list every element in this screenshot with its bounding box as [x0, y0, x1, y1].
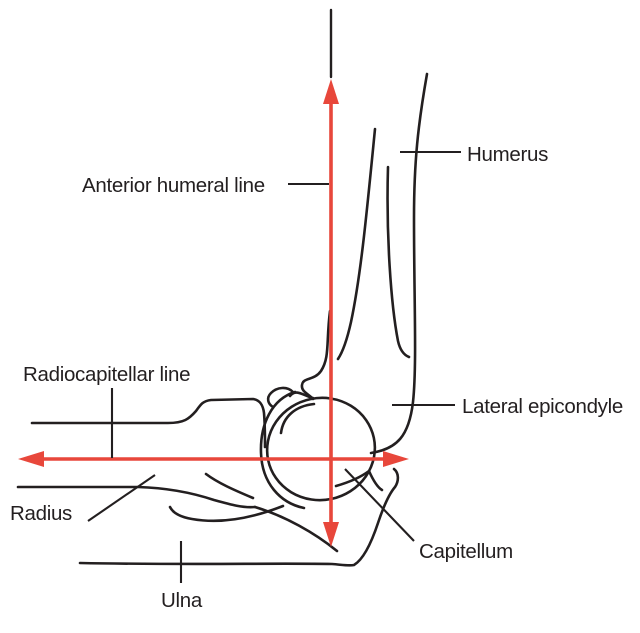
radial-head-rim — [259, 390, 306, 510]
radius-top-border — [30, 397, 267, 449]
ulna-outline — [78, 467, 400, 567]
radial-head-top-bump — [266, 386, 295, 409]
radiocapitellar-line-arrow — [18, 451, 409, 467]
radius-bottom-border — [16, 485, 257, 509]
radius-leader-line — [87, 474, 156, 522]
radius-neck-inner — [204, 472, 255, 500]
ulna-label: Ulna — [161, 589, 203, 612]
humerus-right-border — [369, 72, 429, 455]
ulna-shaft-inner — [168, 504, 285, 523]
capitellum-leader-line — [344, 468, 415, 542]
arrowhead-left-icon — [18, 451, 44, 467]
humerus-outline — [288, 72, 429, 455]
ulna-coronoid-notch — [334, 469, 384, 492]
arrowhead-up-icon — [323, 79, 339, 104]
radius-label: Radius — [10, 502, 72, 525]
radiocapitellar-line-label: Radiocapitellar line — [23, 363, 190, 386]
arrowhead-right-icon — [383, 451, 409, 467]
humerus-ridge-left — [336, 127, 377, 361]
humerus-label: Humerus — [467, 143, 548, 166]
radius-distal-edge — [253, 505, 339, 553]
ulna-bottom-border — [78, 467, 400, 567]
lateral-epicondyle-label: Lateral epicondyle — [462, 395, 623, 418]
humerus-ridge-right — [386, 165, 411, 359]
capitellum-label: Capitellum — [419, 540, 513, 563]
anterior-humeral-line-arrow — [323, 8, 339, 547]
humerus-left-border — [300, 309, 332, 401]
capitellum-inner-arc — [279, 402, 316, 435]
anterior-humeral-line-label: Anterior humeral line — [82, 174, 265, 197]
arrowhead-down-icon — [323, 522, 339, 547]
radius-outline — [16, 397, 339, 553]
